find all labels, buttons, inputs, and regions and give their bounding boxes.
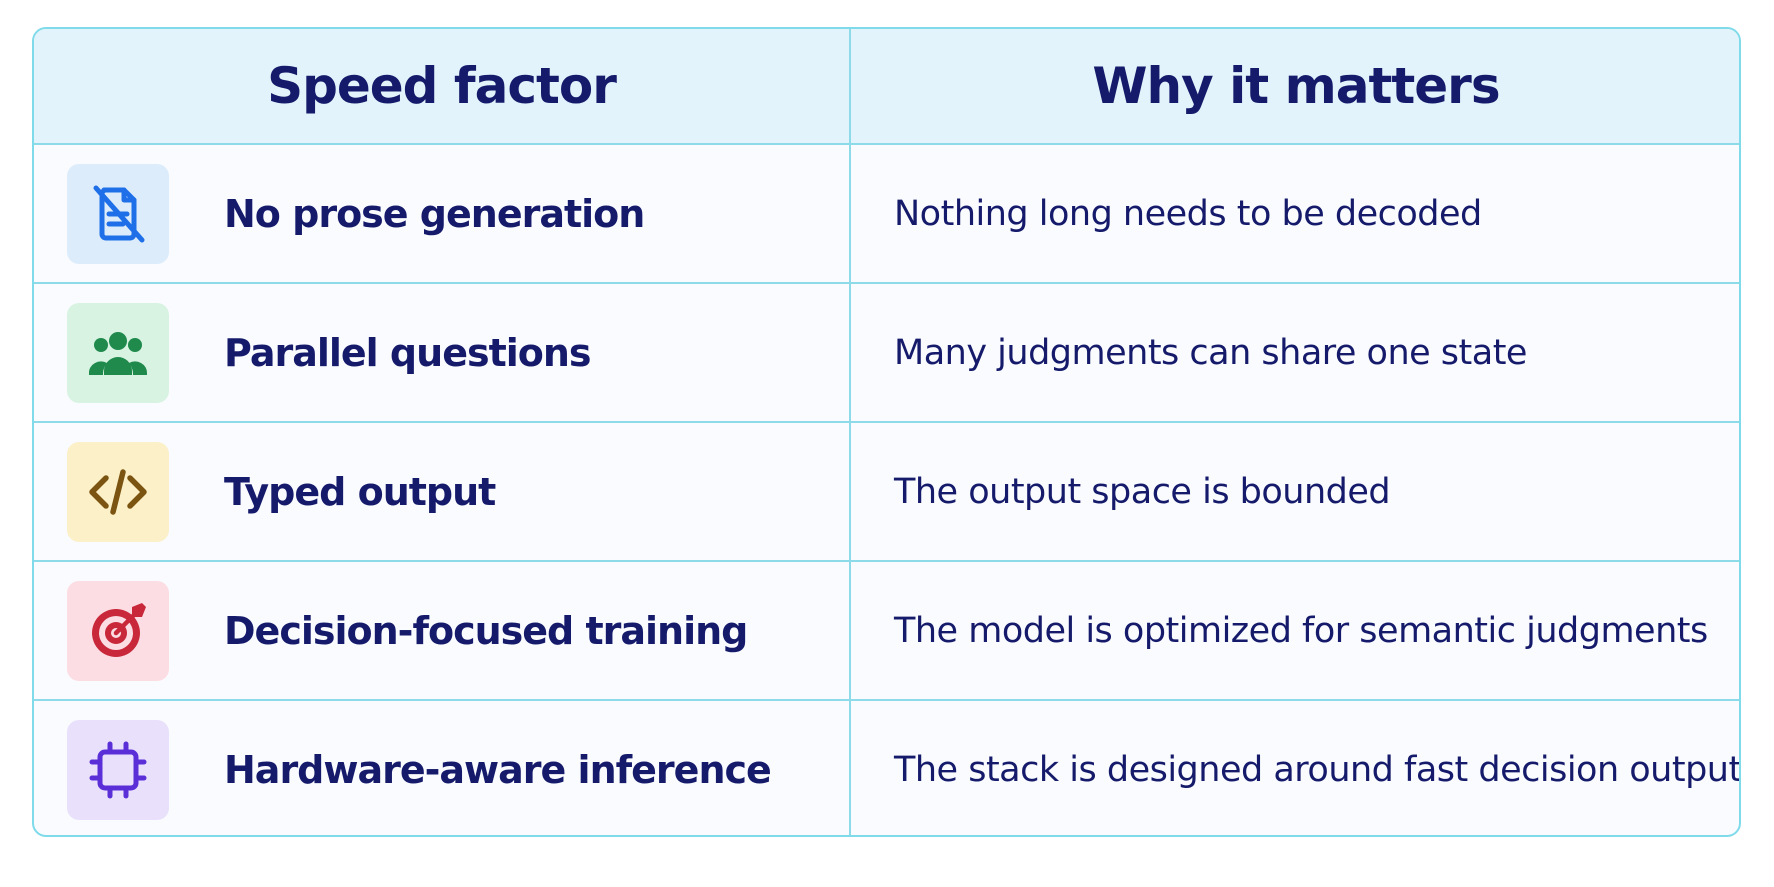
table-row: No prose generation Nothing long needs t… bbox=[34, 145, 1739, 284]
document-off-icon bbox=[67, 163, 169, 264]
table-row: Typed output The output space is bounded bbox=[34, 423, 1739, 562]
table-row: Parallel questions Many judgments can sh… bbox=[34, 284, 1739, 423]
table-row: Hardware-aware inference The stack is de… bbox=[34, 701, 1741, 835]
reason-text: Many judgments can share one state bbox=[894, 332, 1527, 373]
chip-icon bbox=[67, 719, 169, 820]
people-group-icon bbox=[67, 302, 169, 403]
reason-text: The output space is bounded bbox=[894, 471, 1391, 512]
reason-text: The stack is designed around fast decisi… bbox=[894, 749, 1741, 790]
factor-label: Parallel questions bbox=[224, 330, 592, 375]
target-icon bbox=[67, 580, 169, 681]
factor-label: Decision-focused training bbox=[224, 608, 748, 653]
column-divider bbox=[849, 29, 851, 835]
factor-label: Typed output bbox=[224, 469, 496, 514]
code-icon bbox=[67, 441, 169, 542]
factor-label: Hardware-aware inference bbox=[224, 747, 772, 792]
speed-factor-table: Speed factor Why it matters No prose gen… bbox=[32, 27, 1741, 837]
table-row: Decision-focused training The model is o… bbox=[34, 562, 1739, 701]
header-speed-factor: Speed factor bbox=[267, 57, 617, 115]
header-why-it-matters: Why it matters bbox=[1092, 57, 1500, 115]
table-header: Speed factor Why it matters bbox=[34, 29, 1739, 145]
reason-text: Nothing long needs to be decoded bbox=[894, 193, 1482, 234]
reason-text: The model is optimized for semantic judg… bbox=[894, 610, 1708, 651]
factor-label: No prose generation bbox=[224, 191, 645, 236]
